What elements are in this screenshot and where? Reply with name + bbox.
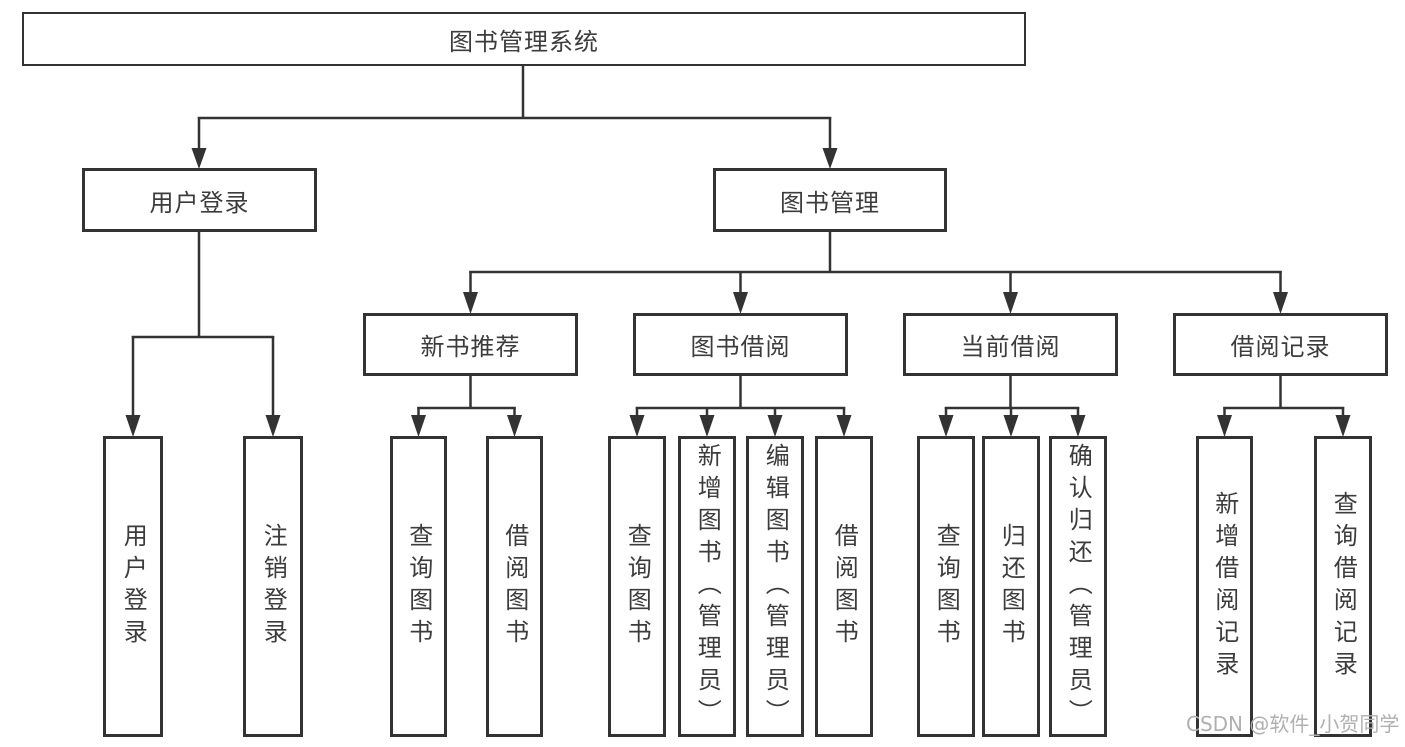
connector-book-borrow-branch: [629, 375, 852, 437]
arrow-down-icon: [1217, 415, 1232, 437]
leaf-current-query-books: 查询图书: [917, 436, 975, 737]
node-label: 图书管理系统: [449, 27, 599, 56]
leaf-borrow-borrow-books: 借阅图书: [815, 436, 873, 737]
node-label: 借阅记录: [1230, 333, 1331, 361]
arrow-down-icon: [1003, 415, 1019, 437]
leaf-user-login: 用户登录: [103, 436, 163, 737]
node-label: 借阅图书: [500, 522, 529, 651]
connector-user-login-branch: [125, 231, 281, 437]
arrow-down-icon: [1070, 415, 1086, 437]
leaf-records-query-borrow-record: 查询借阅记录: [1314, 436, 1372, 737]
node-borrowing-records: 借阅记录: [1173, 313, 1388, 376]
node-new-book-recommendation: 新书推荐: [363, 313, 578, 376]
node-label: 用户登录: [119, 522, 148, 651]
arrow-down-icon: [191, 148, 207, 169]
arrow-down-icon: [822, 148, 838, 169]
arrow-down-icon: [1335, 415, 1351, 437]
arrow-down-icon: [767, 415, 783, 437]
node-label: 图书管理: [780, 188, 880, 217]
node-label: 新书推荐: [420, 333, 521, 361]
connector-current-borrow-branch: [938, 375, 1086, 437]
node-label: 查询借阅记录: [1329, 490, 1358, 683]
arrow-down-icon: [411, 415, 426, 437]
arrow-down-icon: [507, 415, 522, 437]
node-label: 新增借阅记录: [1210, 490, 1239, 683]
node-library-management-system: 图书管理系统: [22, 12, 1026, 66]
node-label: 借阅图书: [830, 522, 859, 651]
leaf-borrow-add-books-admin: 新增图书（管理员）: [678, 436, 736, 737]
node-label: 查询图书: [623, 522, 652, 651]
node-book-management: 图书管理: [713, 168, 947, 232]
node-book-borrowing: 图书借阅: [633, 313, 848, 376]
arrow-down-icon: [265, 415, 281, 437]
leaf-records-add-borrow-record: 新增借阅记录: [1196, 436, 1253, 737]
leaf-recommend-borrow-books: 借阅图书: [486, 436, 543, 737]
arrow-down-icon: [699, 415, 715, 437]
leaf-logout-login: 注销登录: [243, 436, 303, 737]
leaf-recommend-query-books: 查询图书: [390, 436, 447, 737]
arrow-down-icon: [629, 415, 645, 437]
leaf-borrow-query-books: 查询图书: [608, 436, 666, 737]
connector-book-management-branch: [463, 231, 1288, 314]
arrow-down-icon: [463, 292, 478, 314]
arrow-down-icon: [938, 415, 954, 437]
node-label: 编辑图书（管理员）: [761, 442, 790, 731]
connector-root-branch: [191, 66, 838, 169]
node-label: 当前借阅: [960, 333, 1061, 361]
node-label: 确认归还（管理员）: [1064, 442, 1093, 731]
node-current-borrowing: 当前借阅: [903, 313, 1118, 376]
node-label: 查询图书: [404, 522, 433, 651]
node-label: 图书借阅: [690, 333, 791, 361]
arrow-down-icon: [733, 292, 748, 314]
leaf-borrow-edit-books-admin: 编辑图书（管理员）: [746, 436, 804, 737]
arrow-down-icon: [1273, 292, 1288, 314]
connector-new-book-branch: [411, 375, 522, 437]
node-label: 注销登录: [259, 522, 288, 651]
node-label: 查询图书: [932, 522, 961, 651]
connector-borrow-records-branch: [1217, 375, 1351, 437]
leaf-current-confirm-return-admin: 确认归还（管理员）: [1049, 436, 1107, 737]
node-label: 用户登录: [149, 188, 250, 217]
watermark-text: CSDN @软件_小贺同学: [1186, 712, 1400, 736]
node-user-login: 用户登录: [82, 168, 317, 232]
node-label: 归还图书: [997, 522, 1026, 651]
leaf-current-return-books: 归还图书: [982, 436, 1040, 737]
arrow-down-icon: [1003, 292, 1018, 314]
arrow-down-icon: [125, 415, 141, 437]
arrow-down-icon: [836, 415, 852, 437]
node-label: 新增图书（管理员）: [693, 442, 722, 731]
